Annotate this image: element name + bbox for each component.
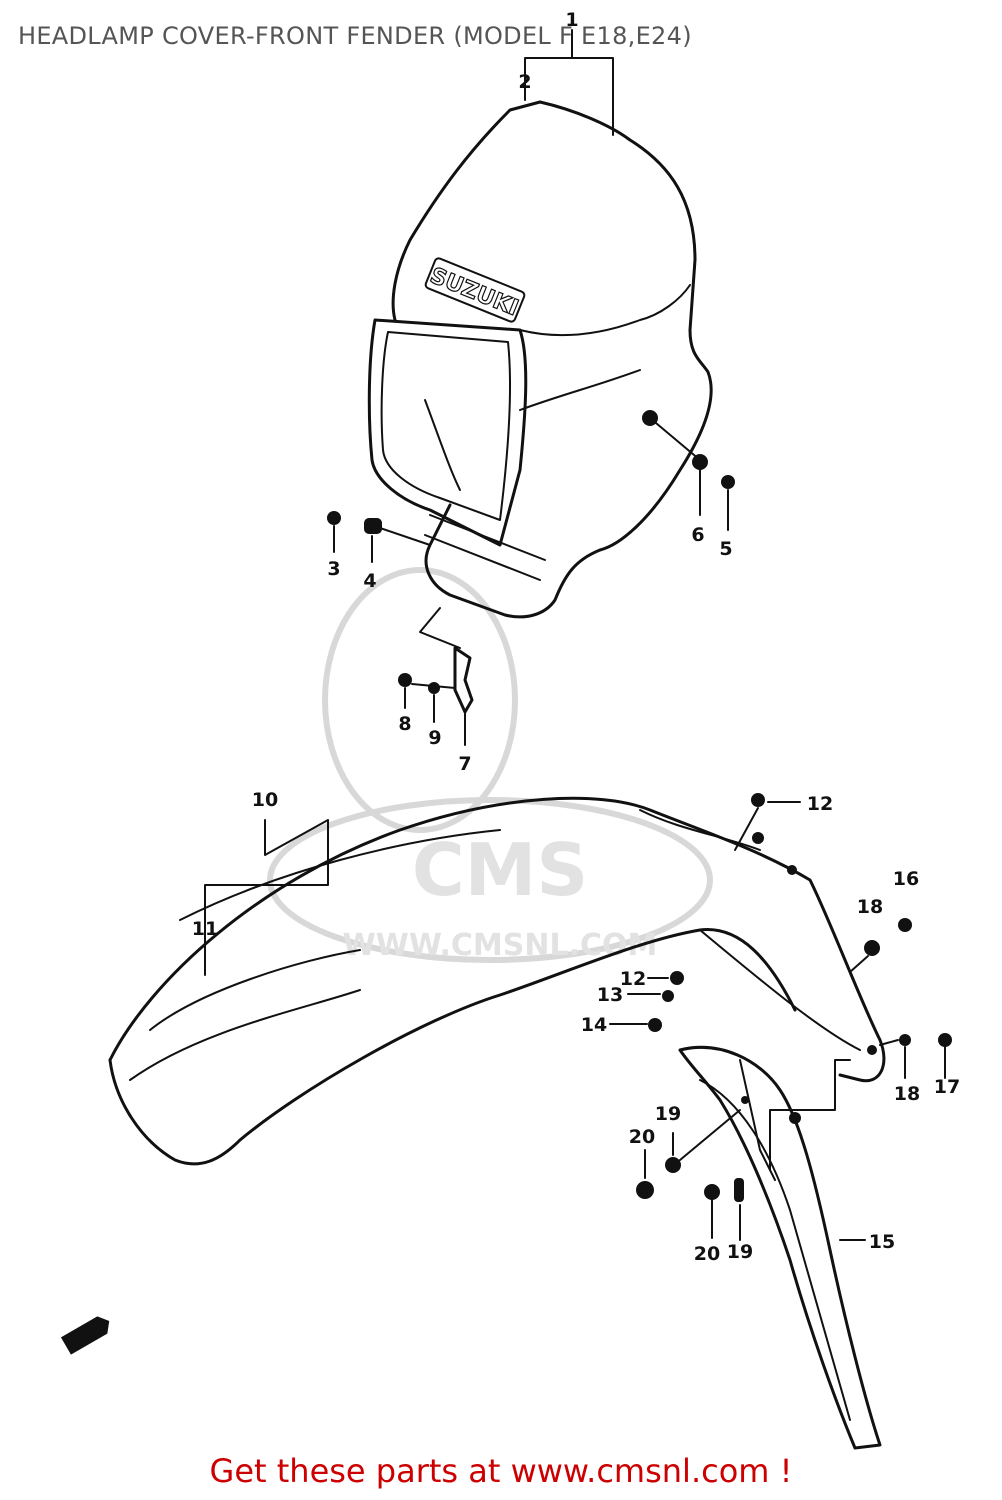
front-fender [108,796,886,1166]
watermark-url-text: WWW.CMSNL.COM [343,928,658,963]
callout-16: 16 [893,868,919,890]
callout-12: 12 [620,968,646,990]
parts-diagram: CMS WWW.CMSNL.COM SUZUKI [60,9,960,1450]
fender-hole-12 [752,832,764,844]
callout-18-bottom: 18 [894,1083,920,1105]
washer-13 [662,990,674,1002]
bolt-19-lower [734,1178,744,1202]
fender-hardware [609,793,952,1079]
watermark-badge-outline [267,797,713,963]
leader-10-11 [204,819,329,976]
mudguard-hole-small [741,1096,749,1104]
callout-18-top: 18 [857,896,883,918]
bolt-16 [898,918,912,932]
bolt-14 [648,1018,662,1032]
leader-1-2 [524,29,614,136]
callout-12-top: 12 [807,793,833,815]
washer-18-bottom [899,1034,911,1046]
suzuki-emblem: SUZUKI [424,257,526,323]
callout-1: 1 [565,9,578,31]
callout-7: 7 [458,753,471,775]
callout-9: 9 [428,727,441,749]
callout-17: 17 [934,1076,960,1098]
nut-12 [670,971,684,985]
washer-20-lower [704,1184,720,1200]
cover-hardware [327,410,735,563]
bracket-7 [398,607,474,746]
callout-19: 19 [655,1103,681,1125]
callout-2: 2 [518,71,531,93]
callout-3: 3 [327,558,340,580]
parts-link-banner[interactable]: Get these parts at www.cmsnl.com ! [209,1452,793,1490]
callout-labels: 1 2 3 4 5 6 7 8 9 10 11 12 12 13 14 15 1… [192,9,960,1265]
nut-19 [665,1157,681,1173]
callout-15: 15 [869,1231,895,1253]
callout-20-lower: 20 [694,1243,720,1265]
callout-19-lower: 19 [727,1241,753,1263]
callout-6: 6 [691,524,704,546]
callout-10: 10 [252,789,278,811]
fender-hole-18 [867,1045,877,1055]
front-direction-icon [60,1316,110,1355]
mudguard-extension-15 [636,1045,882,1450]
screw-3 [327,511,341,525]
watermark: CMS WWW.CMSNL.COM [267,567,713,963]
watermark-logo-text: CMS [412,828,588,912]
washer-18-top [864,940,880,956]
callout-8: 8 [398,713,411,735]
washer-6 [692,454,708,470]
washer-9 [428,682,440,694]
nut-4 [364,518,382,534]
watermark-mascot-outline [322,567,518,833]
callout-20: 20 [629,1126,655,1148]
callout-5: 5 [719,538,732,560]
screw-5 [721,475,735,489]
callout-11: 11 [192,918,218,940]
diagram-title: HEADLAMP COVER-FRONT FENDER (MODEL F E18… [18,22,692,50]
nut-12-top [751,793,765,807]
bolt-8 [398,673,412,687]
headlamp-cover: SUZUKI [367,100,713,619]
fender-hole [787,865,797,875]
callout-13: 13 [597,984,623,1006]
callout-14: 14 [581,1014,607,1036]
bolt-17 [938,1033,952,1047]
washer-20 [636,1181,654,1199]
callout-4: 4 [363,570,376,592]
mudguard-hole [789,1112,801,1124]
